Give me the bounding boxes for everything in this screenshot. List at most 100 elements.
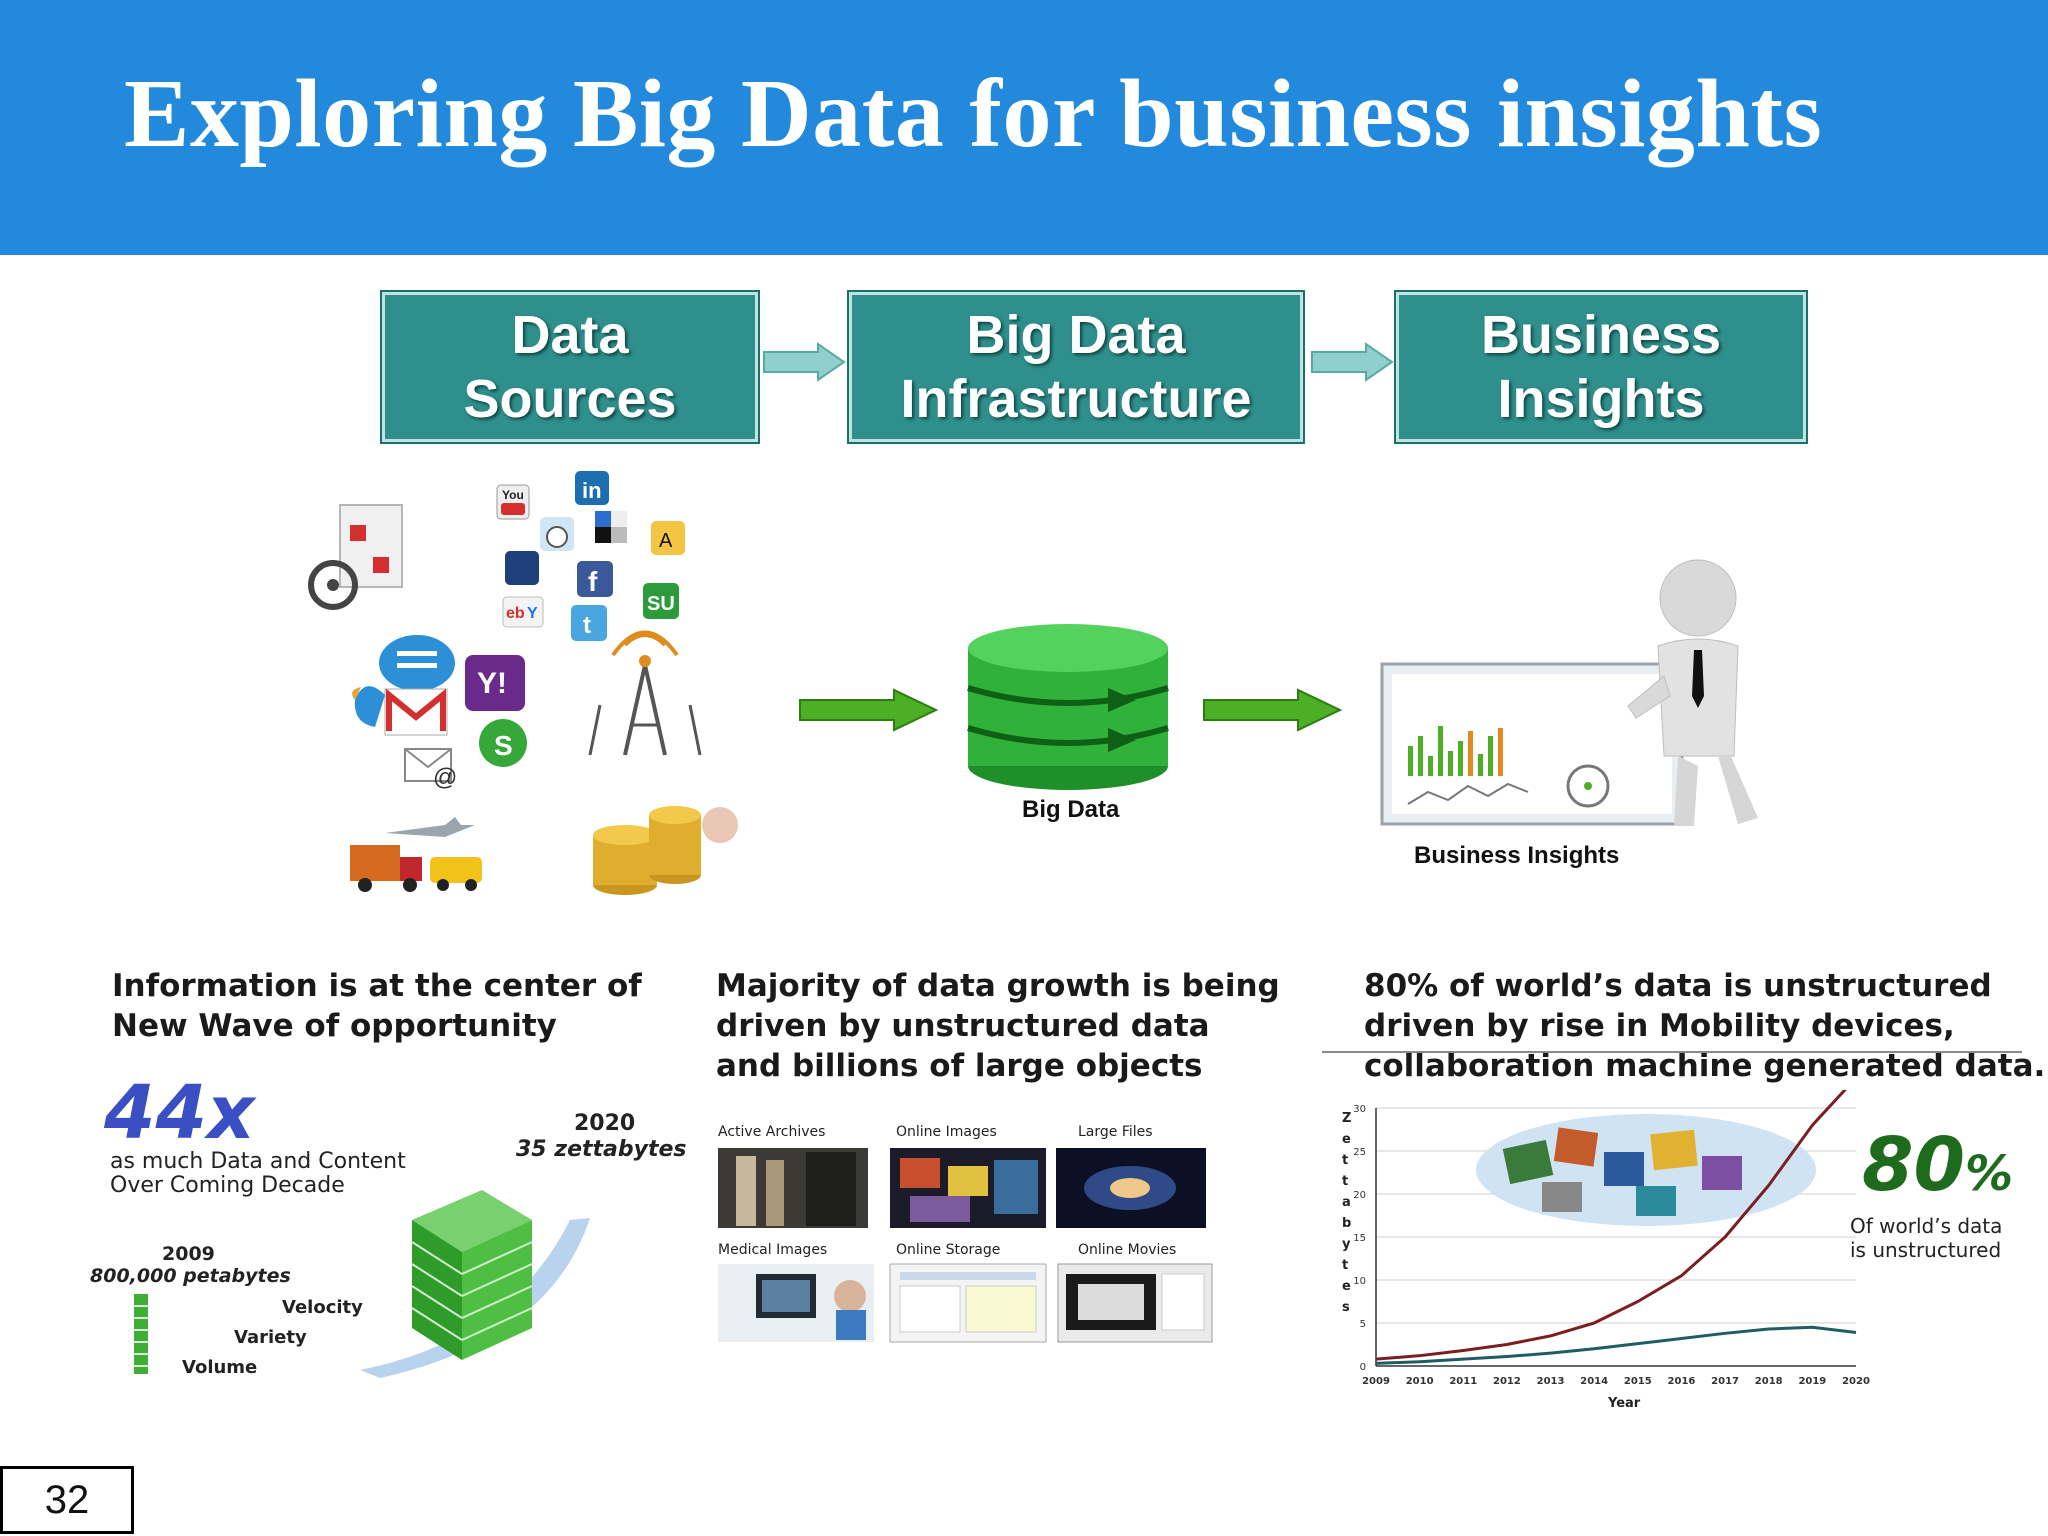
chart-x-axis-label: Year bbox=[1608, 1396, 1641, 1411]
medical-images-image bbox=[718, 1264, 874, 1342]
svg-text:SU: SU bbox=[647, 593, 675, 615]
windows-live-icon bbox=[352, 686, 385, 727]
twitter-icon: t bbox=[571, 605, 607, 641]
svg-text:@: @ bbox=[433, 764, 457, 791]
chart-x-tick-label: 2012 bbox=[1493, 1376, 1521, 1387]
data-growth-cube-illustration bbox=[134, 1190, 590, 1378]
flow-box-data-sources-line2: Sources bbox=[463, 369, 677, 429]
unstructured-percent-description: Of world’s data is unstructured bbox=[1850, 1214, 2002, 1262]
percent-desc-line2: is unstructured bbox=[1850, 1238, 2002, 1262]
chart-x-tick-label: 2013 bbox=[1537, 1376, 1565, 1387]
multiplier-desc-line1: as much Data and Content bbox=[110, 1149, 406, 1174]
chart-y-tick-label: 25 bbox=[1353, 1147, 1366, 1158]
chart-x-tick-label: 2020 bbox=[1842, 1376, 1870, 1387]
col1-heading-line2: New Wave of opportunity bbox=[112, 1008, 557, 1044]
yahoo-icon: Y! bbox=[465, 655, 525, 711]
ebay-icon: eb Y bbox=[502, 596, 544, 628]
linkedin-icon: in bbox=[575, 471, 609, 505]
gmail-icon bbox=[384, 688, 448, 736]
col3-divider bbox=[1322, 1051, 2022, 1053]
tile-label-online-storage: Online Storage bbox=[896, 1242, 1001, 1258]
unstructured-percent-number: 80 bbox=[1862, 1122, 1965, 1208]
green-arrow-2-icon bbox=[1203, 688, 1343, 732]
variety-label: Variety bbox=[234, 1327, 307, 1348]
data-type-tiles bbox=[718, 1148, 1213, 1343]
cell-tower-icon bbox=[588, 630, 702, 756]
year-2020: 2020 bbox=[574, 1111, 636, 1136]
unstructured-percent: 80% bbox=[1862, 1122, 2013, 1208]
svg-text:S: S bbox=[494, 730, 513, 761]
chart-series-line-2 bbox=[1375, 1325, 1857, 1365]
svg-text:f: f bbox=[588, 566, 598, 597]
chart-y-tick-label: 10 bbox=[1353, 1276, 1366, 1287]
year-2009: 2009 bbox=[162, 1243, 215, 1265]
svg-text:t: t bbox=[583, 612, 591, 639]
flow-box-data-sources: Data Sources bbox=[382, 292, 758, 442]
page-number: 32 bbox=[0, 1466, 134, 1534]
chart-y-tick-label: 30 bbox=[1353, 1104, 1366, 1115]
chart-x-tick-label: 2018 bbox=[1755, 1376, 1783, 1387]
chart-axes bbox=[1375, 1108, 1856, 1367]
chart-y-tick-label: 20 bbox=[1353, 1190, 1366, 1201]
flow-box-data-sources-line1: Data bbox=[511, 305, 629, 365]
tile-label-online-images: Online Images bbox=[896, 1124, 997, 1140]
col1-heading: Information is at the center of New Wave… bbox=[112, 966, 642, 1046]
media-collage-icon bbox=[1476, 1114, 1816, 1226]
chart-y-tick-label: 5 bbox=[1360, 1319, 1366, 1330]
online-storage-image bbox=[889, 1263, 1047, 1343]
flow-box-big-data-infrastructure: Big Data Infrastructure bbox=[849, 292, 1303, 442]
active-archives-image bbox=[718, 1148, 868, 1228]
big-data-label: Big Data bbox=[1022, 796, 1120, 823]
aim-icon: A bbox=[651, 521, 685, 555]
chart-x-tick-label: 2017 bbox=[1711, 1376, 1739, 1387]
skype-icon: S bbox=[479, 719, 527, 767]
svg-text:in: in bbox=[582, 478, 602, 503]
svg-text:You: You bbox=[502, 488, 524, 502]
online-movies-image bbox=[1057, 1263, 1213, 1343]
multiplier-desc-line2: Over Coming Decade bbox=[110, 1173, 345, 1198]
tile-label-large-files: Large Files bbox=[1078, 1124, 1153, 1140]
chart-x-tick-label: 2010 bbox=[1406, 1376, 1434, 1387]
col1-heading-line1: Information is at the center of bbox=[112, 968, 642, 1004]
large-data-cube-icon bbox=[411, 1190, 533, 1360]
col2-heading-line1: Majority of data growth is being bbox=[716, 968, 1280, 1004]
flow-arrow-2-icon bbox=[1311, 342, 1394, 382]
chart-series bbox=[1375, 1090, 1857, 1365]
mini-bar-chart bbox=[1408, 726, 1503, 776]
volume-label: Volume bbox=[182, 1357, 258, 1378]
business-insights-illustration bbox=[1380, 559, 1758, 826]
youtube-icon: You bbox=[496, 484, 530, 520]
facebook-icon: f bbox=[577, 561, 613, 597]
stumbleupon-icon: SU bbox=[643, 583, 679, 619]
chart-y-axis-label: Zettabytes bbox=[1342, 1108, 1354, 1318]
col2-heading-line3: and billions of large objects bbox=[716, 1048, 1203, 1084]
percent-desc-line1: Of world’s data bbox=[1850, 1214, 2003, 1238]
svg-text:Y: Y bbox=[527, 605, 538, 622]
col2-heading-line2: driven by unstructured data bbox=[716, 1008, 1210, 1044]
delicious-icon bbox=[595, 511, 627, 543]
tile-label-medical-images: Medical Images bbox=[718, 1242, 828, 1258]
medical-cabinet-icon bbox=[308, 504, 403, 610]
tile-label-online-movies: Online Movies bbox=[1078, 1242, 1177, 1258]
chart-x-tick-label: 2011 bbox=[1449, 1376, 1477, 1387]
title-bar bbox=[0, 0, 2048, 255]
svg-text:A: A bbox=[659, 530, 673, 552]
business-insights-label: Business Insights bbox=[1414, 842, 1620, 869]
slide-title: Exploring Big Data for business insights bbox=[124, 60, 1823, 168]
flow-box-infra-line2: Infrastructure bbox=[900, 369, 1252, 429]
flow-arrow-1-icon bbox=[763, 342, 846, 382]
chart-x-tick-label: 2016 bbox=[1668, 1376, 1696, 1387]
green-arrow-1-icon bbox=[799, 688, 939, 732]
large-files-galaxy-image bbox=[1056, 1148, 1206, 1228]
mini-line-chart bbox=[1407, 782, 1529, 805]
big-data-database-icon bbox=[967, 624, 1169, 790]
flow-box-insights-line2: Insights bbox=[1497, 369, 1705, 429]
chart-x-tick-label: 2014 bbox=[1580, 1376, 1608, 1387]
chart-x-tick-label: 2015 bbox=[1624, 1376, 1652, 1387]
online-images-image bbox=[890, 1148, 1046, 1228]
velocity-label: Velocity bbox=[282, 1297, 363, 1318]
svg-text:eb: eb bbox=[506, 605, 525, 622]
